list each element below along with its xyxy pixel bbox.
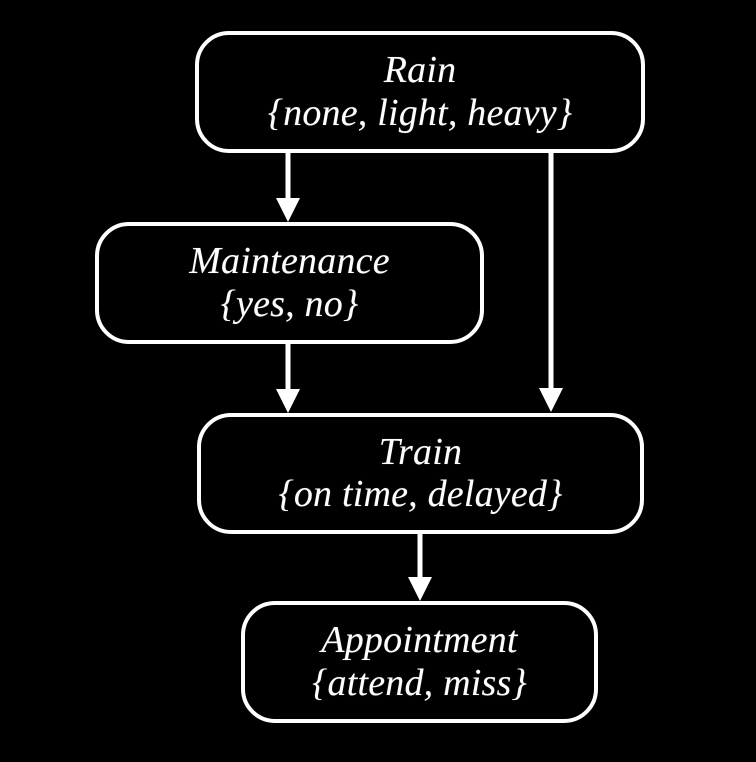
node-maintenance[interactable]: Maintenance {yes, no} xyxy=(95,222,484,344)
node-train-states: {on time, delayed} xyxy=(278,473,563,515)
node-rain[interactable]: Rain {none, light, heavy} xyxy=(195,31,645,153)
node-rain-label: Rain xyxy=(383,49,457,92)
node-train-label: Train xyxy=(378,430,463,473)
edge-rain-to-maintenance xyxy=(268,152,308,224)
node-train[interactable]: Train {on time, delayed} xyxy=(197,413,644,534)
edge-maintenance-to-train xyxy=(268,343,308,415)
node-appointment-label: Appointment xyxy=(321,619,518,662)
node-rain-states: {none, light, heavy} xyxy=(267,91,573,134)
edge-rain-to-train xyxy=(531,152,571,414)
node-maintenance-states: {yes, no} xyxy=(220,282,359,325)
node-maintenance-label: Maintenance xyxy=(189,240,390,283)
edge-train-to-appointment xyxy=(400,533,440,603)
node-appointment[interactable]: Appointment {attend, miss} xyxy=(241,601,598,723)
node-appointment-states: {attend, miss} xyxy=(312,661,527,704)
